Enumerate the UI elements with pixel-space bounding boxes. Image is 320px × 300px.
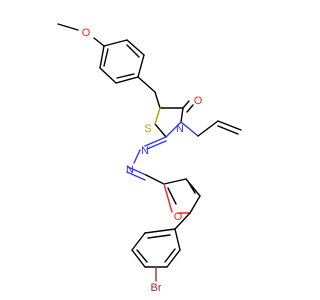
methoxyphenyl-ring xyxy=(99,39,145,84)
hydrazone-n1-label: N xyxy=(141,145,149,157)
bond-c2-n-double xyxy=(146,140,167,150)
bond-n-n xyxy=(133,149,141,164)
thiazolidinone-ring xyxy=(154,107,184,138)
sulfur-label: S xyxy=(144,123,151,135)
bond-carbonyl-2 xyxy=(186,104,194,113)
furan-oxygen-label: O xyxy=(174,211,183,223)
bond-n-ch-double xyxy=(126,171,146,181)
molecule-structure: O O S N N N O Br xyxy=(57,23,242,294)
bond-ch2-c5 xyxy=(154,91,161,109)
bond-methyl-o xyxy=(57,23,79,31)
bromophenyl-ring xyxy=(131,228,181,268)
bromine-label: Br xyxy=(151,282,162,294)
furan-ring xyxy=(145,174,201,214)
bond-carbonyl-1 xyxy=(182,100,190,109)
bond-aryl-ch2 xyxy=(137,76,156,93)
bond-c2-n xyxy=(144,136,167,147)
bond-allyl-2b xyxy=(217,125,239,135)
bond-n-ch xyxy=(127,166,147,176)
bond-o-aryl xyxy=(93,37,105,47)
ring-nitrogen-label: N xyxy=(176,123,184,135)
bond-n-allyl xyxy=(180,121,199,137)
bond-furan-aryl xyxy=(174,212,191,230)
bond-allyl-1 xyxy=(197,120,219,137)
hydrazone-n2-label: N xyxy=(126,164,134,176)
carbonyl-oxygen-label: O xyxy=(194,95,203,107)
methoxy-oxygen-label: O xyxy=(82,27,91,39)
bond-allyl-2 xyxy=(217,120,242,131)
